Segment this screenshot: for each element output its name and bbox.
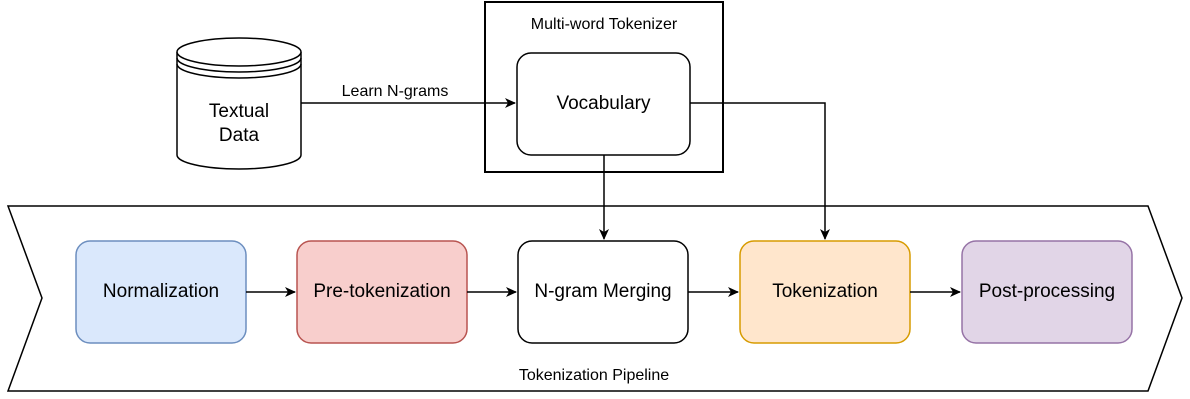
stage-label-normalization: Normalization: [102, 281, 220, 303]
tokenizer-title: Multi-word Tokenizer: [530, 16, 678, 33]
stage-label-post-processing: Post-processing: [978, 281, 1116, 303]
stage-label-n-gram-merging: N-gram Merging: [534, 281, 672, 303]
stage-box-post-processing: [961, 240, 1133, 344]
learn-ngrams-label: Learn N-grams: [341, 83, 449, 100]
stage-label-tokenization: Tokenization: [772, 281, 878, 303]
textual-data-label: Textual Data: [208, 101, 270, 146]
vocabulary-label: Vocabulary: [556, 93, 651, 115]
pipeline-label: Tokenization Pipeline: [518, 367, 670, 384]
stage-label-pre-tokenization: Pre-tokenization: [313, 281, 451, 303]
arrow-vocab-to-tokenization: [690, 102, 830, 240]
textual-data-cylinder: [176, 37, 302, 170]
